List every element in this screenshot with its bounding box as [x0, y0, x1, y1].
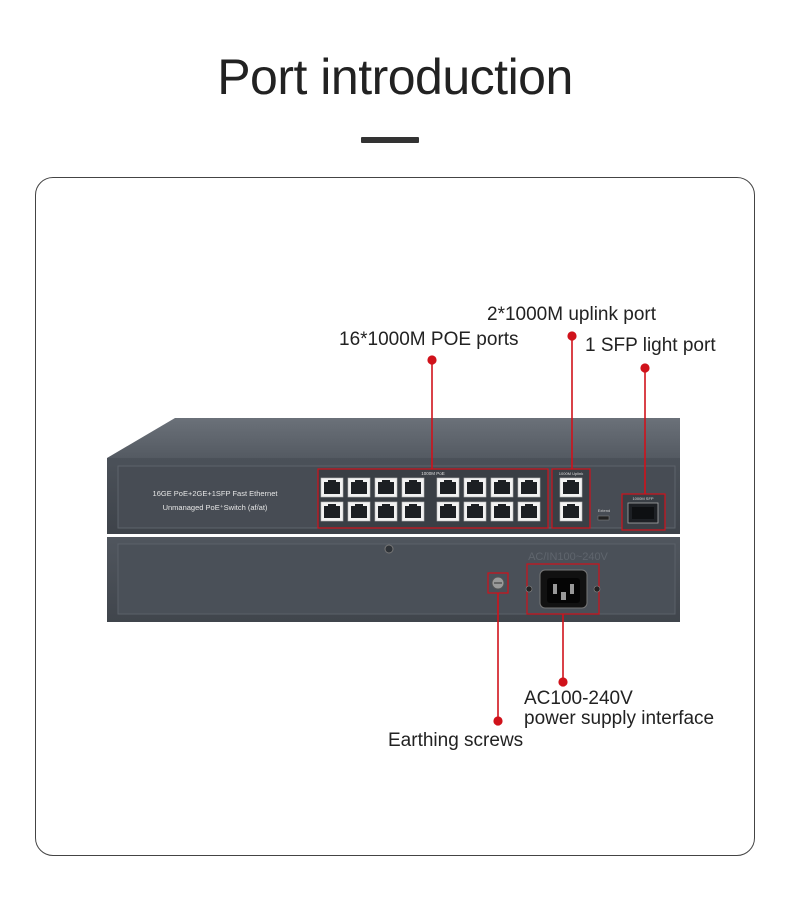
poe-group-label: 1000M PoE — [421, 471, 445, 476]
sfp-label: 1000M SFP — [632, 496, 653, 501]
callout-sfp-port: 1 SFP light port — [585, 335, 716, 356]
callout-power-line1: AC100-240V — [524, 688, 633, 709]
front-text-line2: Unmanaged PoE⁺Switch (af/at) — [163, 503, 268, 512]
switch-top-face — [107, 418, 680, 458]
page-title: Port introduction — [217, 49, 573, 105]
extend-switch — [597, 515, 610, 521]
power-rating-text: AC/IN100~240V — [528, 551, 608, 563]
title-underline — [361, 137, 419, 143]
front-text-line1: 16GE PoE+2GE+1SFP Fast Ethernet — [153, 489, 279, 498]
callout-lines — [427, 331, 650, 726]
uplink-group-label: 1000M Uplink — [559, 471, 583, 476]
callout-earthing: Earthing screws — [388, 730, 524, 751]
extend-label: Extend — [598, 508, 610, 513]
callout-poe-ports: 16*1000M POE ports — [339, 329, 519, 350]
callout-uplink-port: 2*1000M uplink port — [487, 304, 656, 325]
callout-power-line2: power supply interface — [524, 708, 715, 729]
chassis-screw — [384, 544, 394, 554]
